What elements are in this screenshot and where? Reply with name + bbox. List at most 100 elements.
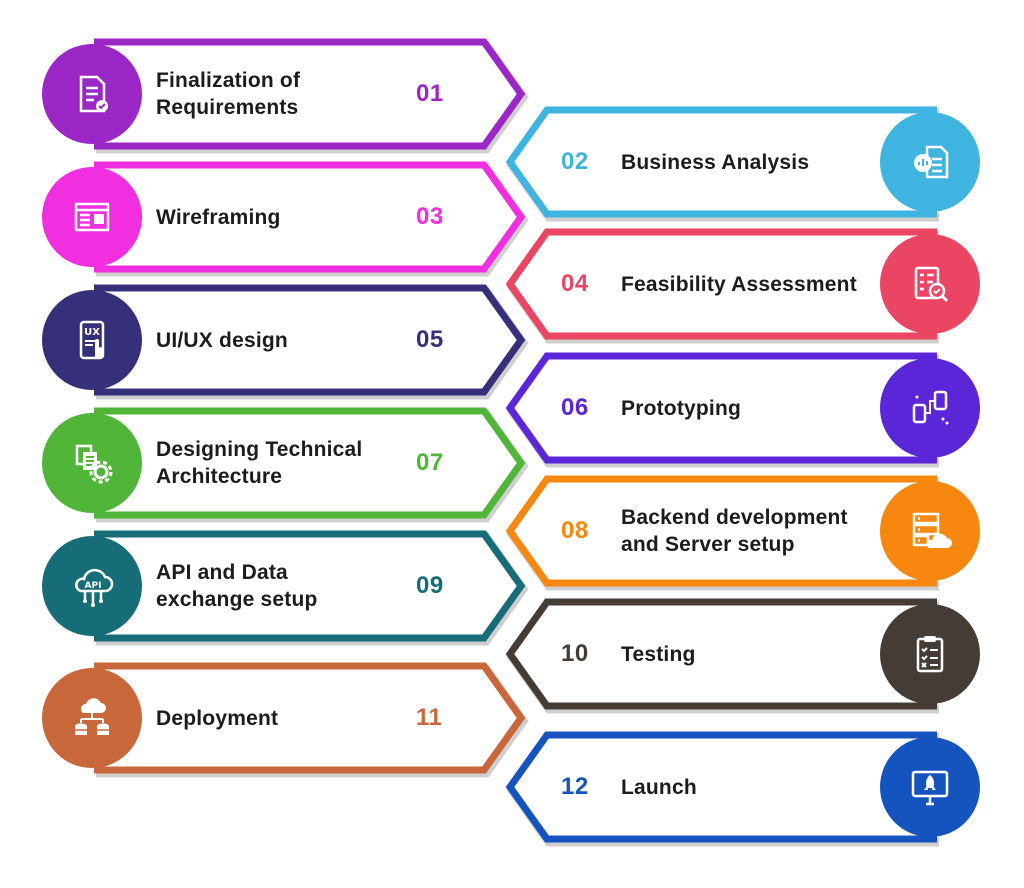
label-line: Requirements xyxy=(156,96,299,119)
step-number: 05 xyxy=(416,326,444,353)
arrow-outline xyxy=(505,352,939,468)
arrow-border xyxy=(505,228,937,340)
step-label: Deployment xyxy=(156,664,406,772)
label-line: Testing xyxy=(621,642,696,666)
arrow-border xyxy=(94,161,526,273)
step-number: 10 xyxy=(561,640,589,667)
step-label: Backend development and Server setup xyxy=(621,477,876,585)
label-line: Finalization of xyxy=(156,69,301,92)
arrow-outline xyxy=(94,407,529,523)
arrow-border xyxy=(505,106,937,218)
step-arrow-box xyxy=(92,284,529,400)
arrow-outline xyxy=(505,598,939,714)
label-line: and Server setup xyxy=(621,533,795,556)
step-arrow-box xyxy=(92,662,529,778)
step-number: 11 xyxy=(416,704,443,731)
step-08: Backend development and Server setup 08 xyxy=(505,475,983,591)
ux-touch-icon: UX xyxy=(69,317,115,363)
arrow-border xyxy=(505,598,937,710)
step-arrow-box xyxy=(505,106,939,222)
step-12: Launch 12 xyxy=(505,731,983,847)
step-circle: UX xyxy=(42,290,142,390)
step-circle xyxy=(880,481,980,581)
step-number: 02 xyxy=(561,148,589,175)
step-label: UI/UX design xyxy=(156,286,406,394)
step-arrow-box xyxy=(505,352,939,468)
step-arrow-box xyxy=(92,161,529,277)
label-line: Feasibility Assessment xyxy=(621,272,857,296)
requirements-document-icon xyxy=(69,71,115,117)
step-number: 04 xyxy=(561,270,589,297)
label-line: Designing Technical xyxy=(156,438,363,461)
arrow-outline xyxy=(94,38,529,154)
arrow-border xyxy=(94,530,526,642)
label-line: Prototyping xyxy=(621,396,742,420)
arrow-border xyxy=(94,662,526,774)
architecture-gear-icon xyxy=(69,440,115,486)
step-06: Prototyping 06 xyxy=(505,352,983,468)
step-circle: API xyxy=(42,536,142,636)
step-number: 09 xyxy=(416,572,444,599)
arrow-outline xyxy=(505,731,939,847)
label-line: Wireframing xyxy=(156,205,281,229)
server-cloud-icon xyxy=(907,508,953,554)
label-line: API and Data xyxy=(156,561,288,584)
label-line: Deployment xyxy=(156,706,279,730)
step-label: Business Analysis xyxy=(621,108,876,216)
test-clipboard-icon xyxy=(907,631,953,677)
label-line: Business Analysis xyxy=(621,150,810,174)
step-arrow-box xyxy=(92,530,529,646)
label-line: Launch xyxy=(621,775,697,799)
step-10: Testing 10 xyxy=(505,598,983,714)
arrow-border xyxy=(94,38,526,150)
svg-text:UX: UX xyxy=(84,327,100,338)
rocket-monitor-icon xyxy=(907,764,953,810)
label-line: Architecture xyxy=(156,465,283,488)
deployment-cloud-database-icon xyxy=(69,695,115,741)
business-analysis-icon xyxy=(907,139,953,185)
step-number: 08 xyxy=(561,517,589,544)
step-arrow-box xyxy=(505,598,939,714)
step-05: UX UI/UX design 05 xyxy=(42,284,529,400)
step-number: 07 xyxy=(416,449,444,476)
step-arrow-box xyxy=(505,731,939,847)
step-number: 01 xyxy=(416,80,444,107)
step-circle xyxy=(42,44,142,144)
step-02: Business Analysis 02 xyxy=(505,106,983,222)
step-circle xyxy=(42,167,142,267)
step-number: 12 xyxy=(561,773,589,800)
label-line: Backend development xyxy=(621,506,848,529)
arrow-outline xyxy=(505,228,939,344)
step-circle xyxy=(42,413,142,513)
step-label: Prototyping xyxy=(621,354,876,462)
step-arrow-box xyxy=(505,228,939,344)
step-03: Wireframing 03 xyxy=(42,161,529,277)
step-label: Feasibility Assessment xyxy=(621,230,876,338)
step-label: Wireframing xyxy=(156,163,406,271)
step-label: Launch xyxy=(621,733,876,841)
step-arrow-box xyxy=(92,407,529,523)
step-arrow-box xyxy=(505,475,939,591)
step-label: Testing xyxy=(621,600,876,708)
prototype-flow-icon xyxy=(907,385,953,431)
step-11: Deployment 11 xyxy=(42,662,529,778)
step-arrow-box xyxy=(92,38,529,154)
arrow-border xyxy=(94,407,526,519)
label-line: UI/UX design xyxy=(156,328,288,352)
step-01: Finalization of Requirements 01 xyxy=(42,38,529,154)
step-number: 06 xyxy=(561,394,589,421)
arrow-outline xyxy=(94,530,529,646)
checklist-magnifier-icon xyxy=(907,261,953,307)
arrow-border xyxy=(94,284,526,396)
arrow-border xyxy=(505,475,937,587)
step-04: Feasibility Assessment 04 xyxy=(505,228,983,344)
arrow-border xyxy=(505,352,937,464)
step-circle xyxy=(880,604,980,704)
arrow-outline xyxy=(94,161,529,277)
api-cloud-icon: API xyxy=(69,563,115,609)
step-circle xyxy=(880,234,980,334)
